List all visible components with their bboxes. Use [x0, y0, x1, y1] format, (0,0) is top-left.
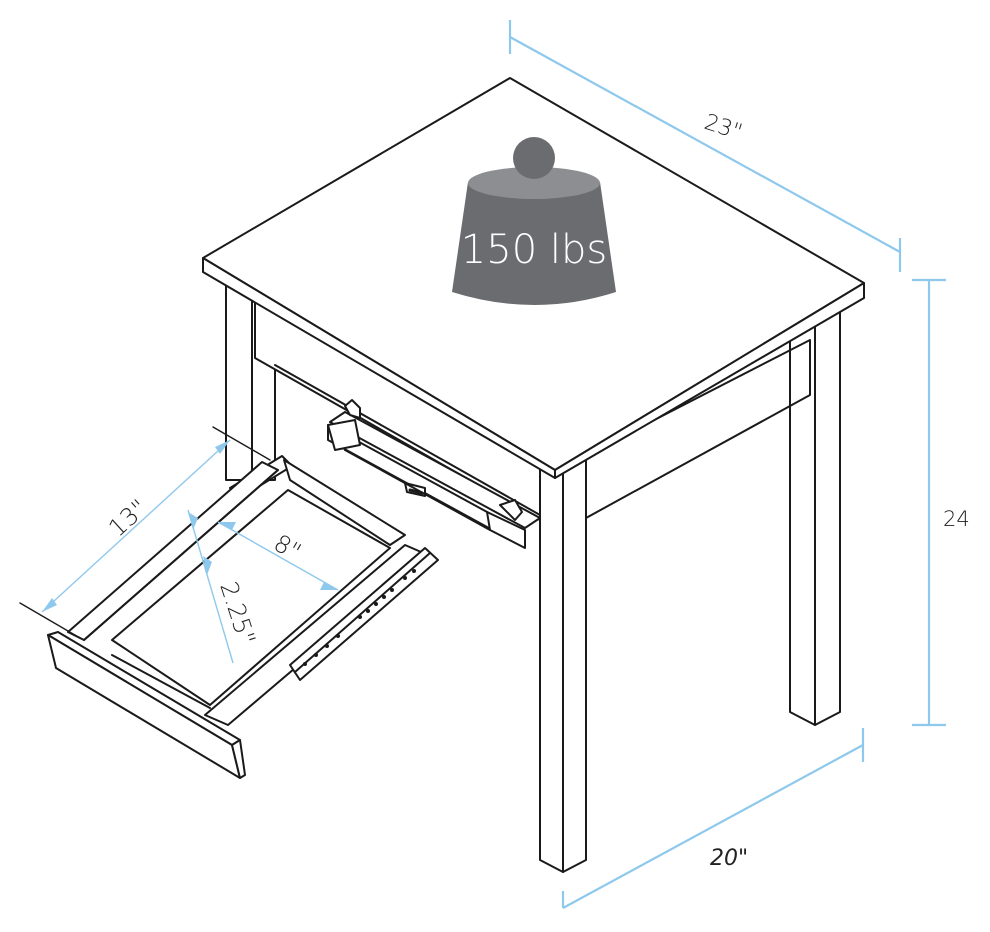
front-left-leg [539, 457, 587, 873]
height-label: 24 [943, 507, 970, 531]
dimension-depth: 20" [561, 728, 865, 909]
slide-holes [303, 569, 416, 666]
weight-icon: 150 lbs [452, 137, 616, 305]
drawer-length-label: 13" [103, 494, 153, 543]
drawer-slide-bracket [327, 399, 541, 549]
dimension-height: 24 [912, 278, 970, 727]
weight-capacity-label: 150 lbs [461, 227, 607, 273]
dimension-width: 23" [508, 20, 902, 272]
width-label: 23" [701, 110, 745, 146]
depth-label: 20" [710, 846, 748, 871]
drawer [47, 455, 439, 779]
